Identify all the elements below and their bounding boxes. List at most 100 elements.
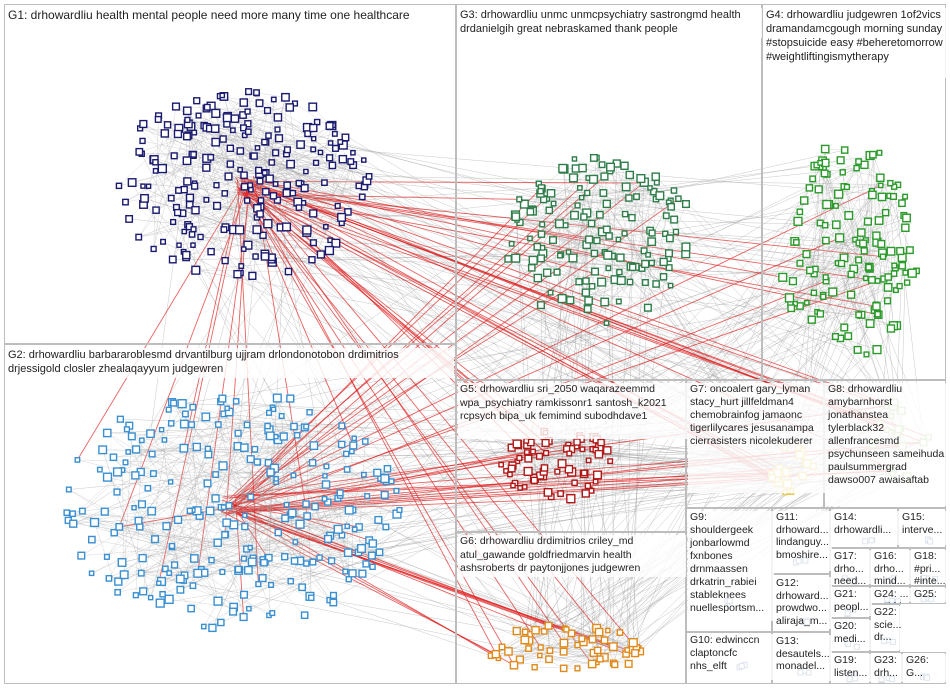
edge bbox=[266, 501, 328, 558]
node-g1 bbox=[170, 218, 177, 226]
node-g2 bbox=[170, 399, 178, 407]
node-g1 bbox=[173, 129, 183, 139]
node-g2 bbox=[229, 607, 238, 616]
edge bbox=[586, 212, 590, 490]
node-g2 bbox=[287, 578, 294, 585]
edge bbox=[799, 203, 903, 307]
edge bbox=[813, 152, 880, 293]
node-g2 bbox=[131, 445, 141, 454]
node-g1 bbox=[160, 129, 170, 138]
node-g2 bbox=[373, 468, 382, 477]
edge bbox=[143, 123, 273, 263]
node-g1 bbox=[295, 204, 303, 211]
node-g6 bbox=[509, 660, 519, 670]
node-g4 bbox=[793, 216, 803, 226]
node-g2 bbox=[344, 523, 351, 530]
node-g2 bbox=[356, 543, 366, 553]
node-g1 bbox=[331, 144, 340, 152]
node-g4 bbox=[822, 199, 832, 210]
node-g5 bbox=[543, 488, 553, 497]
node-g4 bbox=[868, 190, 877, 200]
node-g4 bbox=[803, 299, 810, 306]
node-g4 bbox=[847, 270, 855, 279]
edge bbox=[612, 256, 614, 647]
node-g1 bbox=[238, 263, 245, 269]
node-g3 bbox=[570, 210, 579, 220]
edge-highlight bbox=[253, 176, 894, 407]
node-g6 bbox=[545, 655, 553, 664]
edge-highlight bbox=[77, 184, 244, 461]
node-g3 bbox=[659, 273, 668, 281]
edge bbox=[104, 511, 239, 570]
node-g2 bbox=[114, 577, 123, 586]
node-g5 bbox=[580, 469, 588, 477]
edge bbox=[152, 412, 270, 455]
node-g4 bbox=[890, 183, 898, 190]
node-g4 bbox=[863, 351, 870, 358]
node-g2 bbox=[247, 557, 257, 567]
node-g1 bbox=[261, 138, 268, 146]
node-g2 bbox=[396, 506, 403, 514]
node-g3 bbox=[616, 276, 626, 286]
edge bbox=[865, 154, 874, 279]
node-g1 bbox=[308, 256, 316, 264]
node-g2 bbox=[214, 421, 222, 428]
node-g3 bbox=[621, 182, 631, 192]
node-g1 bbox=[244, 120, 252, 128]
node-g1 bbox=[190, 151, 197, 158]
node-g2 bbox=[167, 479, 174, 485]
group-label-g8: G8: drhowardliu amybarnhorst jonathanste… bbox=[826, 383, 948, 506]
edge bbox=[72, 513, 355, 530]
node-g3 bbox=[681, 242, 691, 252]
node-g2 bbox=[177, 399, 187, 409]
node-g2 bbox=[137, 569, 145, 577]
node-g1 bbox=[331, 130, 338, 137]
node-g1 bbox=[195, 112, 202, 119]
node-g2 bbox=[308, 459, 317, 467]
node-g2 bbox=[338, 422, 346, 430]
group-label-g19: G19: listen... bbox=[832, 654, 872, 682]
edge bbox=[117, 240, 598, 593]
node-g3 bbox=[670, 215, 679, 224]
node-g4 bbox=[902, 193, 909, 200]
node-g3 bbox=[542, 268, 552, 277]
node-g6 bbox=[624, 659, 633, 668]
node-g2 bbox=[201, 412, 211, 422]
node-g2 bbox=[234, 429, 242, 437]
edge bbox=[609, 170, 664, 277]
edge bbox=[240, 169, 821, 224]
edge bbox=[358, 461, 518, 553]
node-g2 bbox=[103, 553, 110, 560]
node-g2 bbox=[192, 442, 202, 452]
node-g1 bbox=[160, 238, 167, 245]
group-label-g4: G4: drhowardliu judgewren 1of2vics drama… bbox=[764, 8, 946, 78]
edge bbox=[823, 212, 886, 296]
node-g5 bbox=[566, 494, 576, 504]
node-g2 bbox=[213, 538, 222, 547]
node-g2 bbox=[329, 598, 338, 607]
edge bbox=[246, 539, 370, 550]
node-g1 bbox=[316, 250, 326, 259]
node-g5 bbox=[585, 457, 592, 464]
node-g1 bbox=[252, 253, 259, 260]
edge-highlight bbox=[229, 182, 644, 510]
node-g1 bbox=[261, 169, 268, 176]
node-g4 bbox=[903, 279, 911, 286]
node-g1 bbox=[245, 88, 253, 96]
edge bbox=[217, 451, 352, 602]
node-g1 bbox=[203, 196, 210, 203]
node-g2 bbox=[147, 594, 154, 601]
node-g2 bbox=[175, 574, 185, 584]
edge bbox=[210, 110, 268, 252]
node-g5 bbox=[571, 479, 578, 487]
node-g2 bbox=[190, 554, 199, 563]
edge bbox=[107, 432, 245, 516]
node-g2 bbox=[74, 457, 81, 463]
node-g1 bbox=[309, 239, 317, 247]
node-g1 bbox=[254, 145, 261, 151]
edge-highlight bbox=[248, 186, 872, 281]
node-g2 bbox=[173, 515, 183, 525]
node-g2 bbox=[131, 504, 137, 511]
node-g4 bbox=[893, 287, 899, 294]
node-g5 bbox=[597, 438, 605, 447]
